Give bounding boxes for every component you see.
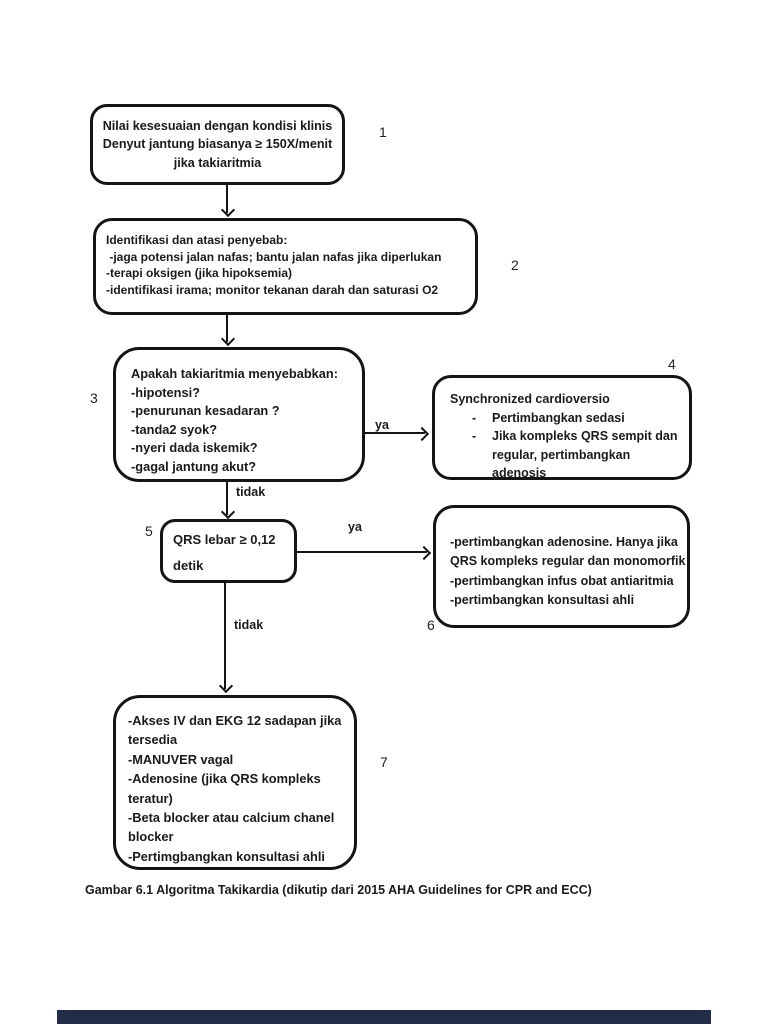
flow-node-3-tachyarrhythmia-causes: Apakah takiaritmia menyebabkan: -hipoten… — [113, 347, 365, 482]
step-number-2: 2 — [511, 257, 519, 273]
node-2-line-2: -jaga potensi jalan nafas; bantu jalan n… — [106, 249, 442, 264]
node-7-line-1: -Akses IV dan EKG 12 sadapan jika — [128, 713, 342, 728]
node-4-title: Synchronized cardioversio — [450, 392, 610, 406]
node-5-line-2: detik — [173, 558, 204, 573]
node-3-line-2: -hipotensi? — [131, 384, 200, 400]
connector-node3-node4 — [363, 432, 425, 434]
node-1-line-2: Denyut jantung biasanya ≥ 150X/menit — [102, 137, 333, 152]
node-2-line-4: -identifikasi irama; monitor tekanan dar… — [106, 282, 439, 297]
flow-node-2-identify-causes: Identifikasi dan atasi penyebab: -jaga p… — [93, 218, 478, 315]
node-7-line-8: -Pertimgbangkan konsultasi ahli — [128, 848, 325, 864]
step-number-6: 6 — [427, 617, 435, 633]
node-4-bullet-2-text: Jika kompleks QRS sempit dan regular, pe… — [492, 429, 678, 480]
node-3-line-6: -gagal jantung akut? — [131, 458, 257, 474]
step-number-7: 7 — [380, 754, 388, 770]
node-1-text: Nilai kesesuaian dengan kondisi klinis D… — [103, 117, 333, 173]
step-number-4: 4 — [668, 356, 676, 372]
edge-label-ya-1: ya — [375, 418, 389, 432]
node-7-line-7: blocker — [128, 829, 174, 845]
flow-node-1-assess-clinical: Nilai kesesuaian dengan kondisi klinis D… — [90, 104, 345, 185]
connector-node1-node2 — [226, 185, 228, 213]
edge-label-tidak-1: tidak — [236, 485, 266, 499]
arrowhead-down-icon — [220, 331, 236, 347]
page-gap-bar — [57, 1010, 711, 1024]
node-3-line-4: -tanda2 syok? — [131, 421, 218, 437]
node-2-line-3: -terapi oksigen (jika hipoksemia) — [106, 266, 293, 280]
figure-caption: Gambar 6.1 Algoritma Takikardia (dikutip… — [85, 883, 592, 897]
node-2-line-1: Identifikasi dan atasi penyebab: — [106, 233, 288, 247]
node-6-line-1: -pertimbangkan adenosine. Hanya jika — [450, 535, 678, 549]
flow-node-7-narrow-qrs-actions: -Akses IV dan EKG 12 sadapan jika tersed… — [113, 695, 357, 870]
node-6-line-2: QRS kompleks regular dan monomorfik — [450, 554, 686, 569]
arrowhead-right-icon — [416, 545, 432, 561]
flow-node-4-synchronized-cardioversion: Synchronized cardioversio - Pertimbangka… — [432, 375, 692, 480]
step-number-5: 5 — [145, 523, 153, 539]
node-4-bullet-1: - Pertimbangkan sedasi — [450, 409, 683, 428]
node-7-line-4: -Adenosine (jika QRS kompleks — [128, 771, 321, 787]
bullet-dash: - — [472, 429, 477, 443]
node-7-line-6: -Beta blocker atau calcium chanel — [128, 810, 335, 826]
node-4-bullet-2: - Jika kompleks QRS sempit dan regular, … — [450, 427, 683, 483]
node-5-line-1: QRS lebar ≥ 0,12 — [173, 532, 276, 547]
arrowhead-down-icon — [220, 202, 236, 218]
connector-node5-node7 — [224, 581, 226, 689]
step-number-3: 3 — [90, 390, 98, 406]
node-7-line-2: tersedia — [128, 732, 178, 748]
node-3-line-1: Apakah takiaritmia menyebabkan: — [131, 366, 338, 381]
flow-node-5-qrs-width: QRS lebar ≥ 0,12 detik — [160, 519, 297, 583]
flow-node-6-wide-qrs-actions: -pertimbangkan adenosine. Hanya jika QRS… — [433, 505, 690, 628]
edge-label-ya-2: ya — [348, 520, 362, 534]
node-1-line-1: Nilai kesesuaian dengan kondisi klinis — [102, 118, 333, 133]
node-1-line-3: jika takiaritmia — [173, 155, 262, 170]
arrowhead-right-icon — [414, 426, 430, 442]
node-4-bullet-1-text: Pertimbangkan sedasi — [492, 410, 625, 425]
connector-node3-node5 — [226, 480, 228, 515]
node-3-line-3: -penurunan kesadaran ? — [131, 403, 280, 419]
connector-node5-node6 — [295, 551, 427, 553]
node-7-line-5: teratur) — [128, 790, 173, 806]
edge-label-tidak-2: tidak — [234, 618, 264, 632]
node-3-line-5: -nyeri dada iskemik? — [131, 440, 258, 456]
bullet-dash: - — [472, 410, 477, 425]
arrowhead-down-icon — [218, 678, 234, 694]
node-6-line-3: -pertimbangkan infus obat antiaritmia — [450, 573, 674, 588]
connector-node2-node3 — [226, 313, 228, 342]
node-7-line-3: -MANUVER vagal — [128, 751, 234, 767]
step-number-1: 1 — [379, 124, 387, 140]
node-6-line-4: -pertimbangkan konsultasi ahli — [450, 592, 635, 607]
arrowhead-down-icon — [220, 504, 236, 520]
